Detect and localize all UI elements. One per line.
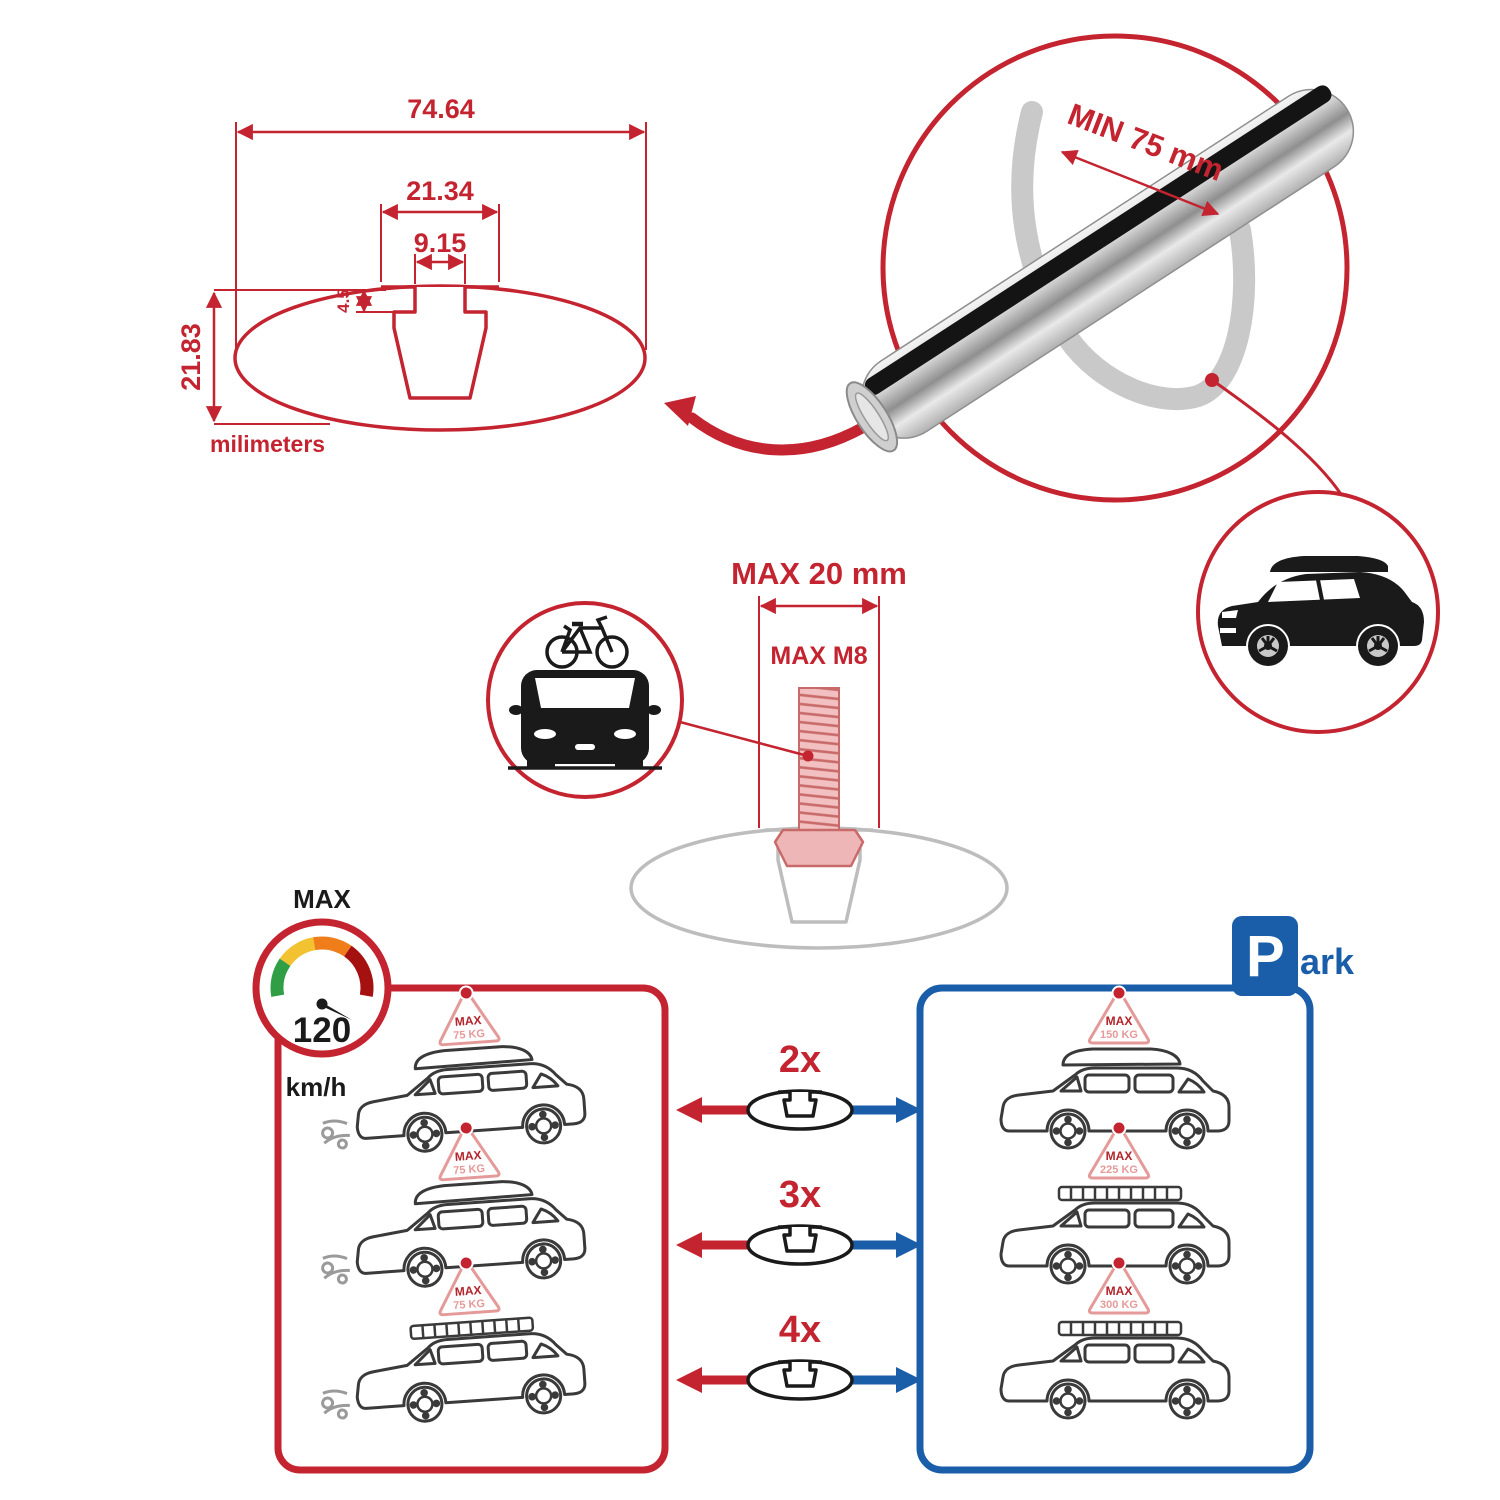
- flag-load-label: 75 KG: [453, 1298, 486, 1312]
- speed-unit: km/h: [286, 1072, 347, 1102]
- dim-slot-outer: 21.34: [406, 176, 474, 206]
- parked-car-1: MAX 150 KG: [1001, 985, 1229, 1149]
- profile-dimension-diagram: 74.64 21.34 9.15 4.5 21.83 milimeters: [176, 94, 647, 457]
- bar-zoom-circle: MIN 75 mm: [845, 33, 1355, 503]
- bar-count-row-1: 2x: [676, 1039, 922, 1131]
- driving-car-3: MAX 75 KG: [320, 1252, 587, 1428]
- driving-car-1: MAX 75 KG: [320, 982, 587, 1158]
- count-label: 2x: [779, 1039, 821, 1081]
- parked-car-3: MAX 300 KG: [1001, 1255, 1229, 1419]
- flag-load-label: 75 KG: [453, 1163, 486, 1177]
- driving-car-2: MAX 75 KG: [320, 1117, 587, 1293]
- max-width-label: MAX 20 mm: [731, 556, 907, 591]
- bar-count-row-2: 3x: [676, 1174, 922, 1266]
- t-bolt: [773, 687, 865, 868]
- dim-total-width: 74.64: [407, 94, 475, 124]
- car-front-silhouette: [509, 670, 661, 768]
- suv-connector-line: [1211, 378, 1348, 503]
- suv-silhouette: [1217, 556, 1424, 666]
- dim-slot-inner: 9.15: [414, 228, 467, 258]
- load-flag: MAX 150 KG: [1087, 985, 1151, 1045]
- zoom-arrow: [664, 396, 868, 456]
- flag-max-label: MAX: [1106, 1284, 1133, 1298]
- profile-t-slot: [381, 285, 499, 400]
- flag-load-label: 225 KG: [1100, 1164, 1138, 1176]
- speed-value: 120: [293, 1011, 351, 1050]
- count-label: 4x: [779, 1309, 821, 1351]
- flag-max-label: MAX: [454, 1283, 482, 1299]
- speed-max-label: MAX: [293, 884, 351, 914]
- flag-max-label: MAX: [454, 1013, 482, 1029]
- flag-load-label: 75 KG: [453, 1028, 486, 1042]
- flag-load-label: 150 KG: [1100, 1029, 1138, 1041]
- rail-clamp: [1011, 101, 1256, 411]
- bolt-point-dot: [802, 750, 814, 762]
- bar-count-row-3: 4x: [676, 1309, 922, 1401]
- dim-lip-depth: 4.5: [334, 289, 353, 313]
- park-sign: P ark: [1232, 916, 1355, 996]
- mini-profile-icon: [746, 1359, 854, 1401]
- mini-profile-icon: [746, 1224, 854, 1266]
- bike-icon: [545, 615, 629, 669]
- flag-max-label: MAX: [1106, 1149, 1133, 1163]
- bolt-diagram: MAX 20 mm MAX M8: [629, 556, 1009, 950]
- load-flag: MAX 300 KG: [1087, 1255, 1151, 1315]
- speed-limit-gauge: MAX 120 km/h: [252, 884, 392, 1102]
- load-flag: MAX 75 KG: [434, 982, 501, 1047]
- park-sign-p: P: [1246, 924, 1285, 989]
- flag-max-label: MAX: [454, 1148, 482, 1164]
- flag-max-label: MAX: [1106, 1014, 1133, 1028]
- parked-car-2: MAX 225 KG: [1001, 1120, 1229, 1284]
- flag-load-label: 300 KG: [1100, 1299, 1138, 1311]
- units-label: milimeters: [210, 431, 325, 457]
- max-thread-label: MAX M8: [770, 642, 867, 670]
- load-flag: MAX 75 KG: [434, 1252, 501, 1317]
- profile-oval: [233, 284, 647, 432]
- park-sign-ark: ark: [1300, 941, 1355, 982]
- bolt-connector-line: [679, 720, 809, 758]
- mini-profile-icon: [746, 1089, 854, 1131]
- car-front-circle: [486, 601, 684, 799]
- load-flag: MAX 225 KG: [1087, 1120, 1151, 1180]
- count-label: 3x: [779, 1174, 821, 1216]
- load-flag: MAX 75 KG: [434, 1117, 501, 1182]
- dim-total-height: 21.83: [176, 323, 206, 391]
- suv-circle: [1196, 490, 1440, 734]
